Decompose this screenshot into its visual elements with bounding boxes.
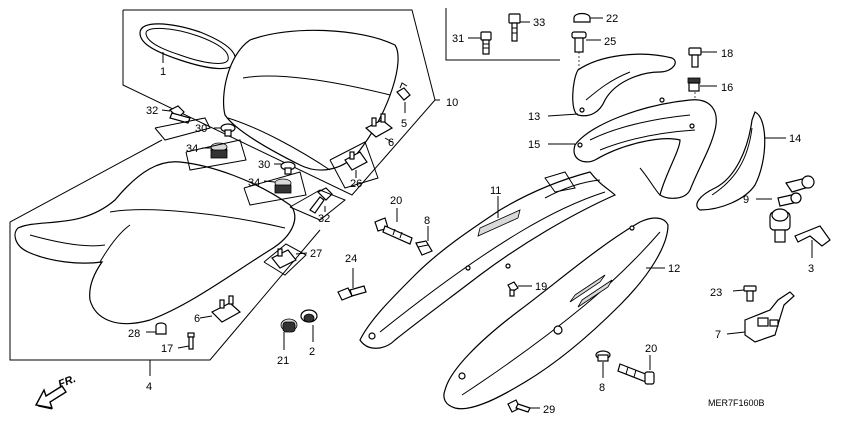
pin-17-part [187, 332, 195, 350]
callout-2: 2 [309, 346, 315, 358]
side-cover-right-part [443, 217, 669, 410]
callout-22: 22 [606, 13, 618, 25]
callout-30b: 30 [258, 159, 270, 171]
callout-3: 3 [808, 263, 814, 275]
callout-28: 28 [128, 328, 140, 340]
bolt-23-part [743, 285, 757, 302]
washer-30-upper-part [220, 123, 236, 137]
bolt-20-lower-part [617, 363, 655, 385]
callout-31: 31 [452, 33, 464, 45]
side-cover-left-part [359, 171, 617, 349]
bolt-box [445, 8, 560, 61]
cap-22-part [573, 12, 591, 23]
bolt-20-upper-part [374, 217, 413, 245]
bolt-31-part [480, 31, 492, 55]
callout-7: 7 [715, 329, 721, 341]
rear-seat-group [122, 9, 440, 196]
callout-8a: 8 [424, 215, 430, 227]
bolt-32-lower-part [309, 187, 333, 214]
grab-rail-right-part [696, 111, 766, 211]
callout-4: 4 [146, 381, 152, 393]
diagram-code: MER7F1600B [708, 398, 765, 408]
callout-32b: 32 [318, 213, 330, 225]
callout-5: 5 [401, 118, 407, 130]
bracket-6-lower-part [210, 295, 242, 323]
callout-16: 16 [721, 82, 733, 94]
callout-26: 26 [350, 178, 362, 190]
callout-14: 14 [789, 133, 801, 145]
callout-6a: 6 [388, 137, 394, 149]
collar-25-part [571, 31, 587, 53]
callout-13: 13 [528, 111, 540, 123]
callout-12: 12 [668, 263, 680, 275]
callout-9: 9 [743, 194, 749, 206]
bracket-6-upper-part [364, 113, 394, 138]
callout-24: 24 [345, 253, 357, 265]
callout-15: 15 [528, 139, 540, 151]
screw-29-part [507, 399, 531, 413]
bracket-27-part [271, 248, 297, 269]
front-seat-group [9, 139, 321, 376]
collar-8-lower-part [595, 350, 611, 362]
seat-lock-part [769, 175, 815, 243]
grommet-21-part [280, 318, 298, 333]
callout-18: 18 [721, 48, 733, 60]
callout-19: 19 [535, 281, 547, 293]
callout-34b: 34 [248, 177, 260, 189]
grommet-34-lower-part [274, 178, 292, 194]
callout-17: 17 [161, 343, 173, 355]
callout-23: 23 [710, 287, 722, 299]
grommet-5-part [396, 82, 411, 101]
bolt-32-upper-part [168, 105, 191, 124]
callout-21: 21 [277, 355, 289, 367]
rear-seat-part [222, 29, 399, 171]
callout-33: 33 [533, 17, 545, 29]
rear-frame-part [573, 97, 717, 199]
callout-6b: 6 [194, 313, 200, 325]
grommet-34-upper-part [210, 142, 228, 159]
callout-8b: 8 [599, 382, 605, 394]
callout-20a: 20 [390, 195, 402, 207]
callout-10: 10 [446, 97, 458, 109]
grommet-28-part [155, 322, 167, 335]
screw-19-part [507, 281, 519, 297]
callout-11: 11 [490, 185, 501, 197]
bolt-18-part [688, 47, 702, 68]
front-direction-arrow [34, 385, 67, 410]
front-seat-part [14, 161, 296, 325]
bolt-24-part [337, 285, 367, 301]
callout-20b: 20 [645, 343, 657, 355]
bolt-33-part [508, 13, 521, 42]
grab-rail-left-part [572, 53, 676, 117]
callout-30a: 30 [195, 123, 207, 135]
callout-1: 1 [160, 66, 166, 78]
callout-34a: 34 [186, 143, 198, 155]
collar-2-part [300, 309, 318, 323]
callout-29: 29 [543, 404, 555, 416]
grommet-16-part [687, 77, 701, 92]
fr-label: FR. [57, 373, 78, 391]
washer-30-lower-part [280, 161, 296, 175]
seat-latch-part [744, 291, 795, 343]
callout-32a: 32 [146, 105, 158, 117]
bracket-26-part [344, 151, 368, 171]
lock-plate-part [794, 225, 831, 247]
callout-25: 25 [604, 36, 616, 48]
callout-27: 27 [310, 248, 322, 260]
seal-rubber-part [139, 23, 236, 70]
collar-8-upper-part [415, 240, 433, 256]
